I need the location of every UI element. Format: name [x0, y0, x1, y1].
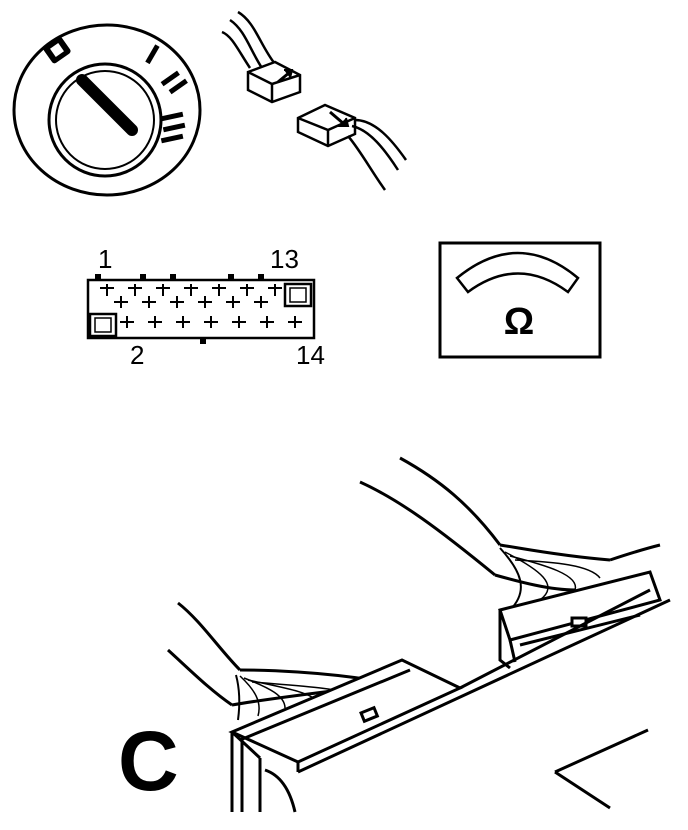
ohmmeter-icon: Ω — [438, 241, 602, 359]
pin-2-label: 2 — [130, 340, 144, 370]
connector-pin-diagram: 1 13 2 14 — [86, 244, 325, 370]
panel-letter-c: C — [118, 714, 179, 808]
connector-body — [86, 278, 316, 340]
connector-location-illustration — [166, 456, 671, 813]
pin-2-highlight — [88, 312, 118, 338]
pin-13-highlight — [283, 282, 313, 308]
position-0-marker — [43, 36, 71, 64]
ohmmeter-scale — [455, 251, 580, 294]
position-I-marker — [145, 44, 160, 65]
ignition-switch: 0 — [12, 23, 202, 197]
pin-14-label: 14 — [296, 340, 325, 370]
pin-13-label: 13 — [270, 244, 299, 274]
position-III-marker — [160, 111, 186, 144]
pin-grid — [100, 284, 302, 328]
pin-1-label: 1 — [98, 244, 112, 274]
ohm-symbol: Ω — [504, 301, 534, 343]
connector-disconnect-illustration — [221, 10, 408, 191]
position-II-marker — [160, 70, 188, 95]
key-slot — [76, 74, 138, 136]
